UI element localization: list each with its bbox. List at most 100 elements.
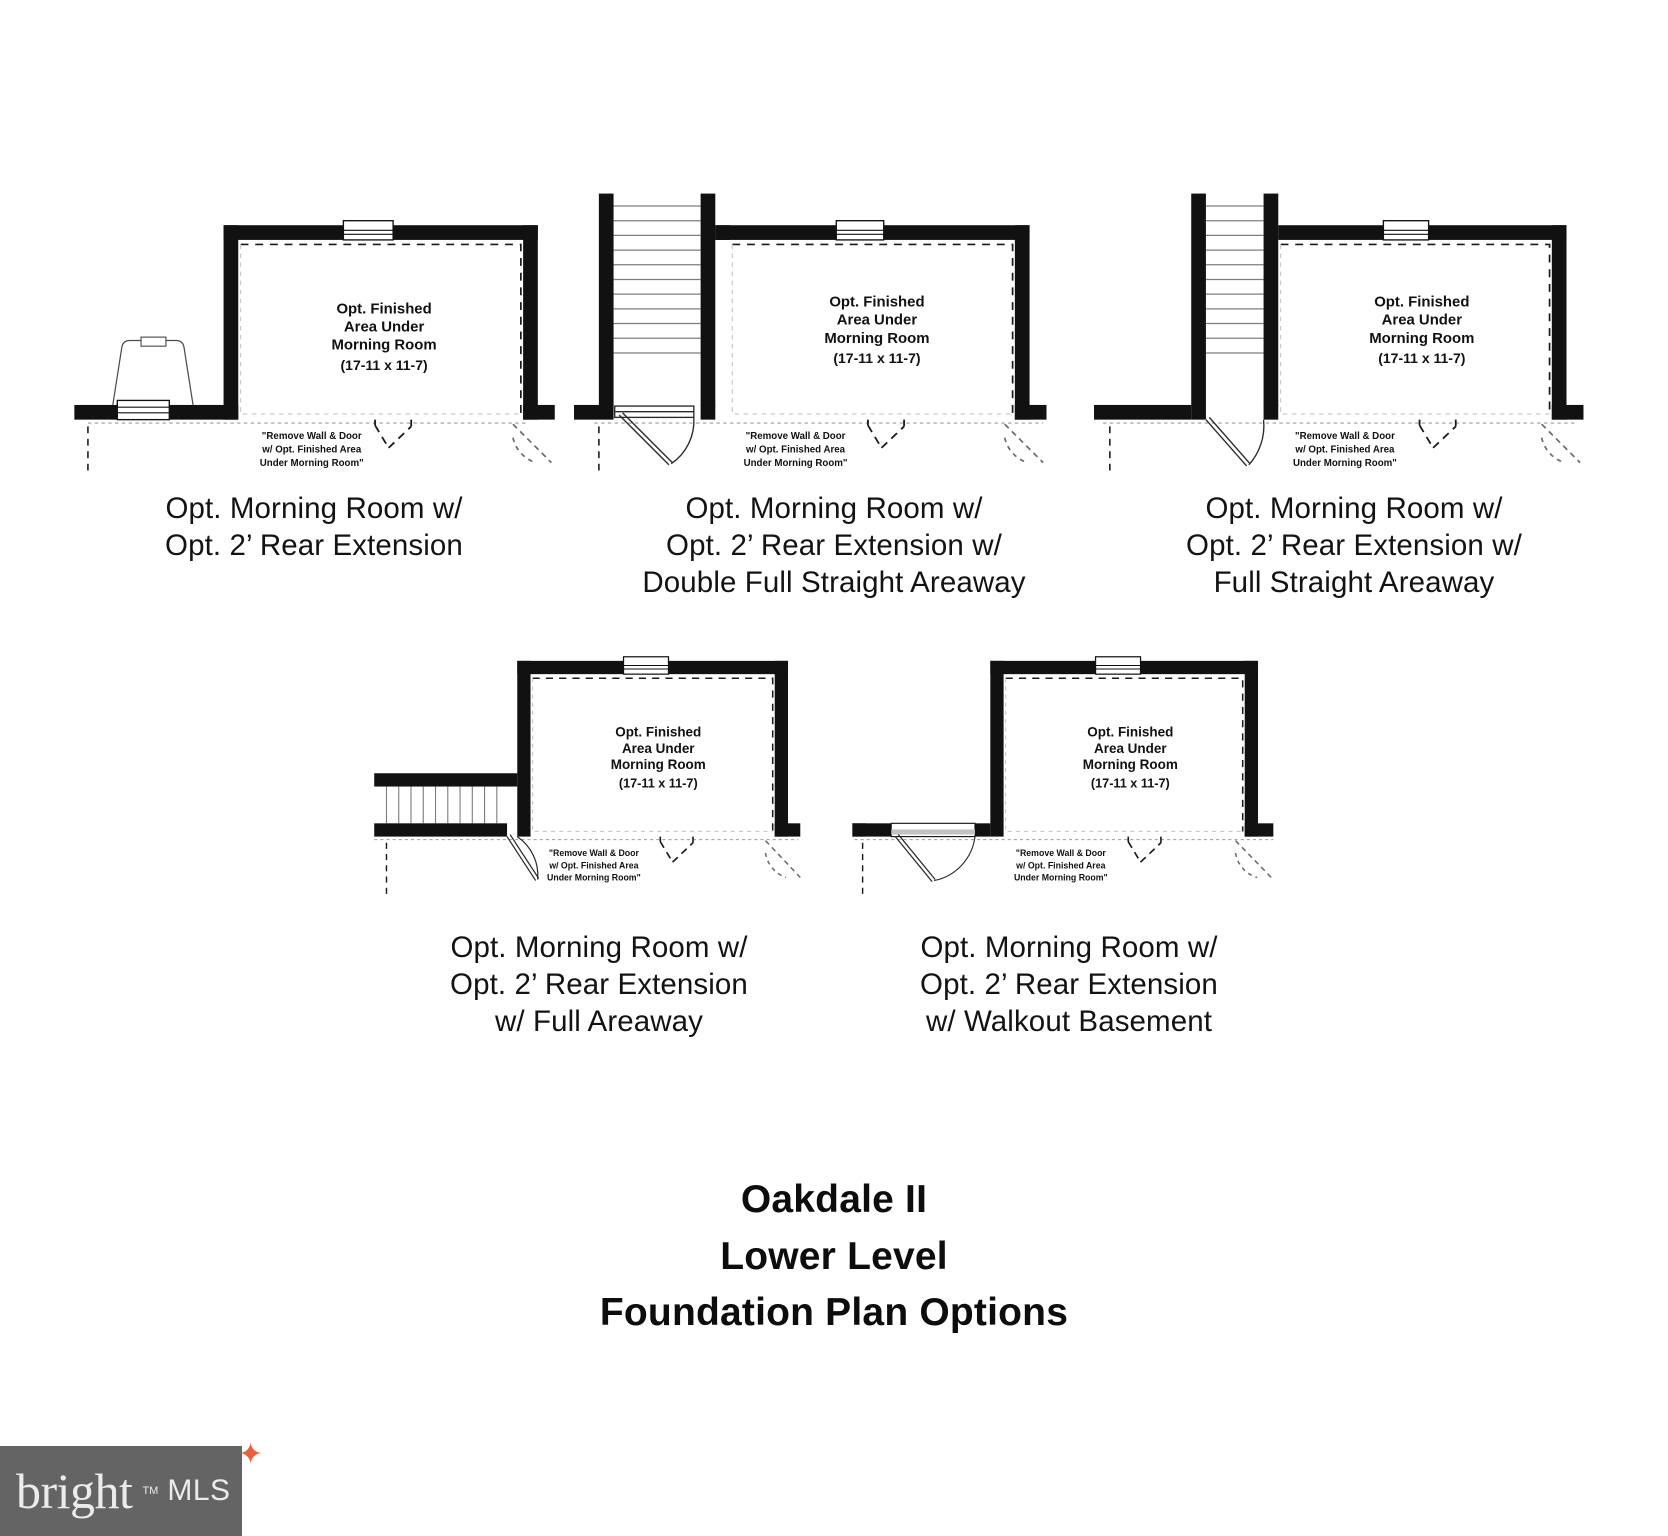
- plan-row-top: Opt. Finished Area Under Morning Room (1…: [0, 180, 1668, 602]
- plan-1-caption: Opt. Morning Room w/ Opt. 2’ Rear Extens…: [165, 491, 463, 565]
- room-dimensions: (17-11 x 11-7): [619, 777, 698, 791]
- door-swing-right: [764, 840, 801, 879]
- wall-note-line1: "Remove Wall & Door: [1016, 848, 1107, 858]
- wall-note-line1: "Remove Wall & Door: [549, 848, 640, 858]
- door-swing-right: [1540, 423, 1581, 464]
- watermark-suffix: MLS: [167, 1474, 231, 1507]
- plan-4-caption-line1: Opt. Morning Room w/: [450, 931, 748, 965]
- areaway-stair-treads: [613, 205, 701, 354]
- plan-2-drawing: Opt. Finished Area Under Morning Room (1…: [574, 180, 1094, 485]
- wall-solid-left: [852, 823, 991, 837]
- room-label-line2: Area Under: [1382, 312, 1463, 329]
- wall-note-line3: Under Morning Room": [1293, 458, 1397, 469]
- plan-5-caption-line3: w/ Walkout Basement: [925, 1005, 1213, 1039]
- areaway-door: [614, 405, 695, 466]
- door-swing-right: [1003, 423, 1044, 464]
- room-label-line1: Opt. Finished: [615, 724, 701, 739]
- plan-4-caption-line3: w/ Full Areaway: [494, 1005, 704, 1039]
- plan-3-caption-line2: Opt. 2’ Rear Extension w/: [1186, 529, 1522, 563]
- window-symbol: [1094, 656, 1142, 675]
- plan-row-bottom: Opt. Finished Area Under Morning Room (1…: [0, 620, 1668, 1041]
- room-label-line3: Morning Room: [332, 337, 437, 354]
- plan-1-drawing: Opt. Finished Area Under Morning Room (1…: [54, 180, 574, 485]
- wall-solid: [715, 225, 1047, 420]
- areaway-shaft-walls: [574, 193, 716, 420]
- window-symbol: [1382, 220, 1430, 241]
- room-label-line2: Area Under: [622, 741, 695, 756]
- room-dimensions: (17-11 x 11-7): [1091, 777, 1170, 791]
- plan-1-caption-line2: Opt. 2’ Rear Extension: [165, 529, 463, 563]
- wall-note-line3: Under Morning Room": [547, 873, 641, 883]
- wall-solid: [74, 225, 555, 420]
- plan-2-caption: Opt. Morning Room w/ Opt. 2’ Rear Extens…: [642, 491, 1025, 602]
- plan-5-caption: Opt. Morning Room w/ Opt. 2’ Rear Extens…: [920, 930, 1218, 1041]
- door-swing-right: [512, 423, 552, 464]
- door-swing-center: [867, 419, 905, 449]
- room-label-line1: Opt. Finished: [1087, 724, 1173, 739]
- areaway-shaft-walls: [1191, 193, 1279, 420]
- plan-card-3: Opt. Finished Area Under Morning Room (1…: [1094, 180, 1614, 602]
- plan-2-caption-line3: Double Full Straight Areaway: [642, 565, 1026, 599]
- finished-area-outline: [1005, 677, 1244, 832]
- room-label-line3: Morning Room: [1369, 330, 1474, 347]
- door-swing-right: [1234, 840, 1272, 879]
- room-dimensions: (17-11 x 11-7): [1378, 350, 1465, 366]
- wall-note-line2: w/ Opt. Finished Area: [1015, 860, 1105, 870]
- window-symbol: [342, 220, 394, 241]
- plan-2-caption-line2: Opt. 2’ Rear Extension w/: [666, 529, 1002, 563]
- wall-note-line3: Under Morning Room": [260, 458, 364, 469]
- sheet-title-block: Oakdale II Lower Level Foundation Plan O…: [0, 1172, 1668, 1342]
- plan-5-caption-line1: Opt. Morning Room w/: [920, 931, 1218, 965]
- wall-note-line1: "Remove Wall & Door: [746, 431, 846, 442]
- plan-1-caption-line1: Opt. Morning Room w/: [165, 492, 463, 526]
- wall-note-line1: "Remove Wall & Door: [262, 431, 362, 442]
- finished-area-outline: [732, 243, 1014, 414]
- room-dimensions: (17-11 x 11-7): [833, 350, 920, 366]
- room-label-line3: Morning Room: [611, 757, 706, 772]
- finished-area-outline: [1280, 243, 1551, 414]
- room-label-line1: Opt. Finished: [336, 300, 431, 317]
- door-swing-center: [659, 836, 694, 863]
- watermark-brand-text: bright: [16, 1463, 133, 1519]
- plan-3-caption: Opt. Morning Room w/ Opt. 2’ Rear Extens…: [1186, 491, 1522, 602]
- room-label-line3: Morning Room: [1083, 757, 1178, 772]
- bright-mls-watermark: bright TM MLS: [0, 1446, 242, 1536]
- window-well: [112, 336, 194, 406]
- plan-3-caption-line1: Opt. Morning Room w/: [1205, 492, 1503, 526]
- room-dimensions: (17-11 x 11-7): [340, 357, 427, 373]
- wall-note-line3: Under Morning Room": [1014, 873, 1108, 883]
- door-swing-center: [1127, 836, 1162, 863]
- wall-note-line2: w/ Opt. Finished Area: [745, 444, 846, 455]
- wall-note-line1: "Remove Wall & Door: [1295, 431, 1395, 442]
- areaway-door: [1205, 416, 1265, 467]
- wall-solid-left: [1094, 404, 1192, 420]
- wall-solid: [990, 660, 1274, 837]
- full-areaway-walls: [374, 773, 518, 837]
- finished-area-outline: [240, 243, 522, 414]
- room-label-line1: Opt. Finished: [1374, 294, 1469, 311]
- areaway-door: [506, 834, 540, 881]
- plan-5-drawing: Opt. Finished Area Under Morning Room (1…: [834, 620, 1304, 916]
- watermark-trademark: TM: [142, 1485, 159, 1497]
- plan-3-caption-line3: Full Straight Areaway: [1213, 565, 1495, 599]
- sheet-title-line3: Foundation Plan Options: [599, 1291, 1069, 1335]
- plan-4-caption: Opt. Morning Room w/ Opt. 2’ Rear Extens…: [450, 930, 748, 1041]
- window-symbol: [622, 656, 670, 675]
- plan-card-2: Opt. Finished Area Under Morning Room (1…: [574, 180, 1094, 602]
- room-label-line2: Area Under: [1094, 741, 1167, 756]
- areaway-stair-treads: [1205, 205, 1264, 354]
- plan-4-drawing: Opt. Finished Area Under Morning Room (1…: [364, 620, 834, 916]
- areaway-stair-treads: [385, 786, 498, 824]
- room-label-line1: Opt. Finished: [829, 294, 924, 311]
- basement-window-symbol: [116, 399, 170, 421]
- room-label-line3: Morning Room: [824, 330, 929, 347]
- plan-3-drawing: Opt. Finished Area Under Morning Room (1…: [1094, 180, 1614, 485]
- window-symbol: [835, 220, 885, 241]
- plan-2-caption-line1: Opt. Morning Room w/: [685, 492, 983, 526]
- sheet-title-line2: Lower Level: [720, 1234, 948, 1278]
- door-swing-center: [1418, 419, 1457, 449]
- plan-5-caption-line2: Opt. 2’ Rear Extension: [920, 968, 1218, 1002]
- wall-note-line2: w/ Opt. Finished Area: [261, 444, 362, 455]
- finished-area-outline: [532, 677, 774, 832]
